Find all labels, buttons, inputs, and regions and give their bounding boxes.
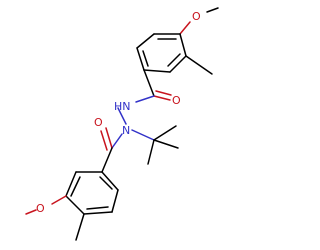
bond-carbonyl-ring2 (101, 147, 113, 173)
bond-o-methyl-lower (25, 209, 37, 215)
bond-tbutyl-1 (153, 125, 177, 141)
atom-o-carbonyl-lower: O (94, 116, 103, 129)
atom-o-methoxy-top: O (192, 10, 201, 23)
bonds (25, 7, 219, 241)
atom-o-methoxy-lower: O (36, 202, 45, 215)
bond-ring1-f (179, 33, 187, 57)
bond-ring1-b (136, 33, 155, 49)
atom-o-carbonyl-upper: O (172, 94, 181, 107)
bond-methyl-ring2 (75, 213, 85, 241)
bond-co-upper-2 (155, 90, 172, 96)
bond-methyl-ring1 (185, 55, 213, 75)
bond-ring2-o (51, 195, 67, 205)
bond-ring2-d-inner (86, 206, 109, 210)
bond-methyl-o-top (206, 7, 219, 13)
bond-ring1-c (136, 47, 145, 71)
bond-o-aromatic-top (179, 21, 191, 35)
bond-ring1-c-inner (142, 50, 149, 67)
bond-c-nh (135, 95, 155, 103)
bond-tbutyl-2 (153, 139, 179, 149)
bond-ring2-d (83, 211, 113, 215)
chemical-structure: O O HN O N O (25, 7, 219, 241)
bond-tbutyl-3 (147, 139, 155, 165)
atom-labels: O O HN O N O (36, 10, 201, 215)
atom-nh-upper: HN (114, 100, 131, 113)
bond-ring1-e-inner (167, 53, 181, 67)
bond-ring1-carbonyl (143, 69, 155, 97)
bond-ring2-f-inner (99, 176, 113, 190)
bond-ring1-e (169, 55, 187, 73)
bond-co-upper-1 (153, 95, 171, 101)
bond-ring2-b-inner (70, 176, 81, 197)
bond-nh-n (117, 107, 127, 125)
bond-ring2-b (65, 171, 77, 197)
bond-co-lower-2 (100, 130, 108, 151)
atom-n-lower: N (122, 124, 130, 137)
bond-n-carbonyl (111, 133, 123, 149)
bond-n-tbutyl (131, 129, 155, 141)
bond-ring2-e (111, 189, 119, 213)
bond-ring1-d (143, 69, 171, 73)
bond-ring2-f (101, 171, 119, 191)
bond-ring2-c (65, 195, 85, 215)
bond-co-lower-1 (105, 127, 113, 149)
